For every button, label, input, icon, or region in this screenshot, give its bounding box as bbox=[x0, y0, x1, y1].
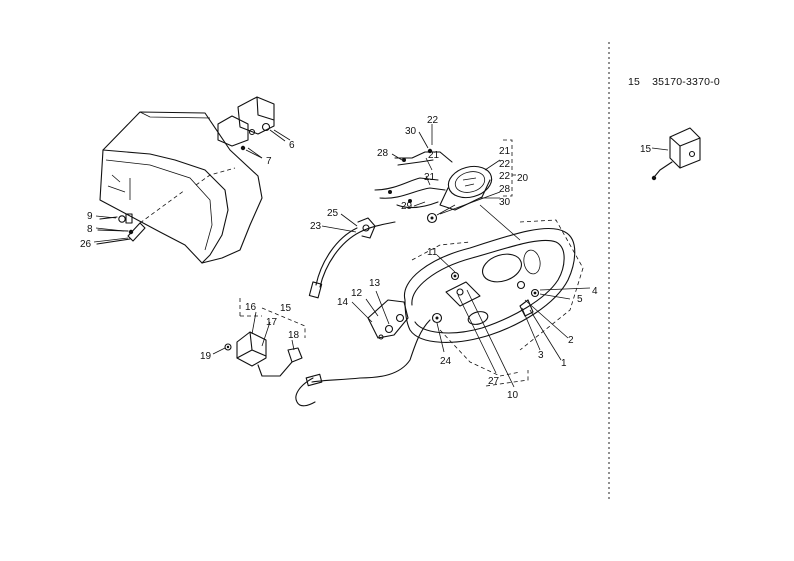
callout-10: 10 bbox=[507, 390, 519, 401]
callout-labels: 1 2 3 4 5 6 7 8 9 10 11 12 13 14 15 16 1… bbox=[80, 115, 652, 401]
bracket-item-22b: 22 bbox=[499, 171, 511, 182]
callout-23: 23 bbox=[310, 221, 322, 232]
wiring-harness bbox=[374, 148, 453, 209]
callout-20: 20 bbox=[517, 173, 529, 184]
callout-15: 15 bbox=[280, 303, 292, 314]
meter-panel bbox=[295, 219, 584, 407]
callout-28: 28 bbox=[377, 148, 389, 159]
callout-26: 26 bbox=[80, 239, 92, 250]
speedometer-cable bbox=[308, 217, 396, 299]
grommet-plate bbox=[367, 299, 409, 340]
relay-assembly bbox=[224, 298, 306, 377]
bolt-set bbox=[96, 189, 186, 245]
callout-6: 6 bbox=[289, 140, 295, 151]
callout-1: 1 bbox=[561, 358, 567, 369]
callout-9: 9 bbox=[87, 211, 93, 222]
callout-13: 13 bbox=[369, 278, 381, 289]
callout-30: 30 bbox=[405, 126, 417, 137]
callout-7: 7 bbox=[266, 156, 272, 167]
callout-11: 11 bbox=[427, 247, 438, 258]
callout-24: 24 bbox=[440, 356, 452, 367]
bracket-item-30: 30 bbox=[499, 197, 511, 208]
callout-21: 21 bbox=[428, 150, 440, 161]
callout-12: 12 bbox=[351, 288, 363, 299]
callout-3: 3 bbox=[538, 350, 544, 361]
callout-29: 29 bbox=[401, 201, 413, 212]
bracket-item-22: 22 bbox=[499, 159, 511, 170]
bracket-item-21: 21 bbox=[499, 146, 511, 157]
inset-callout-15: 15 bbox=[640, 144, 652, 155]
callout-4: 4 bbox=[592, 286, 598, 297]
callout-21b: 21 bbox=[424, 172, 436, 183]
headlight-housing bbox=[99, 111, 263, 264]
relay-bracket bbox=[217, 96, 291, 159]
callout-5: 5 bbox=[577, 294, 583, 305]
callout-8: 8 bbox=[87, 224, 93, 235]
part-number: 35170-3370-0 bbox=[652, 76, 720, 88]
callout-16: 16 bbox=[245, 302, 257, 313]
callout-14: 14 bbox=[337, 297, 349, 308]
callout-17: 17 bbox=[266, 317, 278, 328]
callout-2: 2 bbox=[568, 335, 574, 346]
inset-relay bbox=[651, 127, 701, 181]
speedometer bbox=[426, 165, 493, 224]
callout-25: 25 bbox=[327, 208, 339, 219]
callout-18: 18 bbox=[288, 330, 300, 341]
part-ref: 15 bbox=[628, 76, 641, 88]
callout-19: 19 bbox=[200, 351, 212, 362]
callout-bracket-20 bbox=[503, 139, 516, 197]
callout-22: 22 bbox=[427, 115, 439, 126]
part-number-note: 15 35170-3370-0 bbox=[628, 76, 720, 88]
leader-lines bbox=[93, 124, 591, 388]
bracket-item-28: 28 bbox=[499, 184, 511, 195]
callout-27: 27 bbox=[488, 376, 500, 387]
